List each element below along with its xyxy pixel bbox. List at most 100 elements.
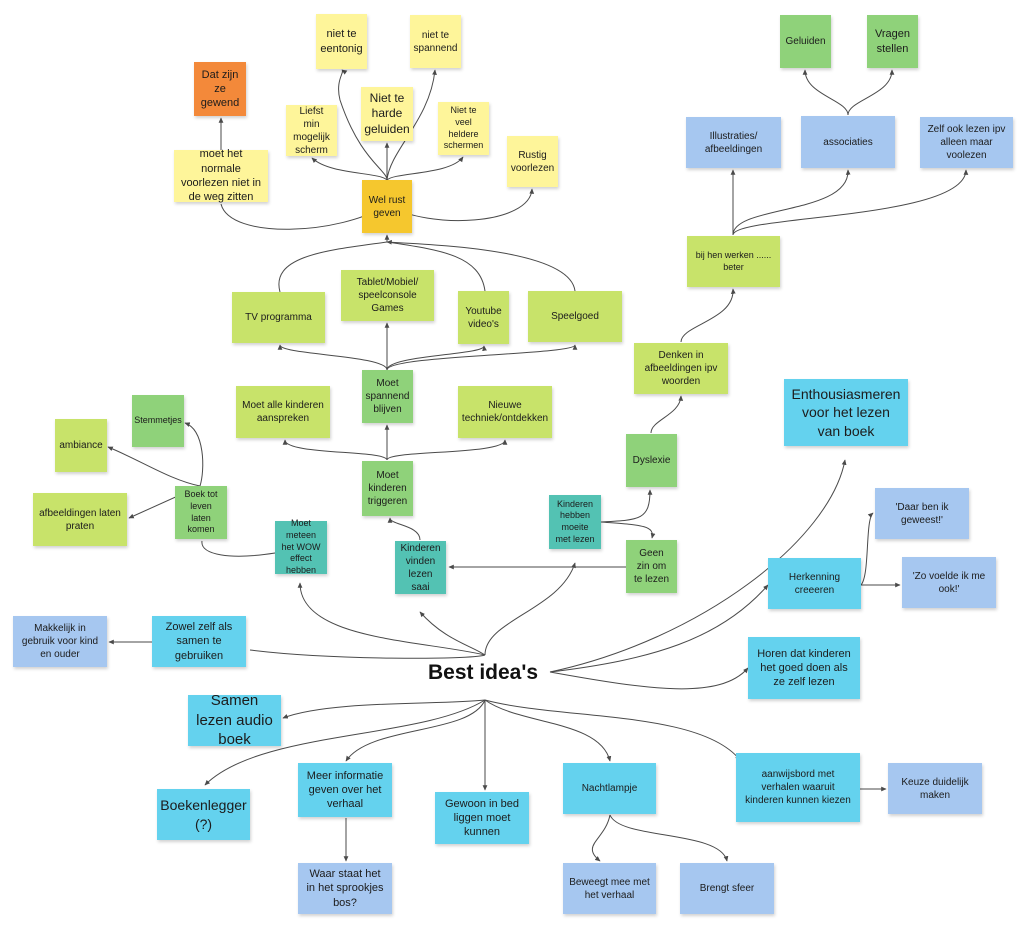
sticky-note-text: Vragen stellen (874, 28, 911, 55)
sticky-note-n15[interactable]: bij hen werken ...... beter (687, 236, 780, 287)
sticky-note-text: Nieuwe techniek/ontdekken (461, 400, 549, 424)
sticky-note-n16[interactable]: Tablet/Mobiel/ speelconsole Games (341, 270, 434, 321)
sticky-note-n45[interactable]: Keuze duidelijk maken (888, 763, 982, 814)
sticky-note-text: Geluiden (785, 36, 826, 47)
sticky-note-text: Dat zijn ze gewend (200, 68, 240, 110)
sticky-note-text: niet te eentonig (320, 28, 363, 55)
sticky-note-n27[interactable]: Dyslexie (626, 434, 677, 487)
sticky-note-n47[interactable]: Gewoon in bed liggen moet kunnen (435, 792, 529, 844)
connector-29 (802, 69, 849, 116)
sticky-note-n36[interactable]: Herkenning creeeren (768, 558, 861, 609)
sticky-note-text: Meer informatie geven over het verhaal (306, 769, 384, 811)
sticky-note-n35[interactable]: Kinderen vinden lezen saai (395, 541, 446, 594)
sticky-note-n11[interactable]: Vragen stellen (867, 15, 918, 68)
sticky-note-n14[interactable]: Zelf ook lezen ipv alleen maar voolezen (920, 117, 1013, 168)
sticky-note-n34[interactable]: Geen zin om te lezen (626, 540, 677, 593)
sticky-note-text: Horen dat kinderen het goed doen als ze … (757, 647, 851, 689)
sticky-note-n5[interactable]: Liefst min mogelijk scherm (286, 105, 337, 156)
sticky-note-text: Rustig voorlezen (510, 149, 555, 174)
sticky-note-n39[interactable]: Makkelijk in gebruik voor kind en ouder (13, 616, 107, 667)
connector-3 (297, 582, 486, 656)
sticky-note-text: Keuze duidelijk maken (901, 776, 969, 801)
sticky-note-text: Dyslexie (632, 455, 671, 466)
connector-8 (549, 667, 749, 690)
sticky-note-n12[interactable]: Illustraties/ afbeeldingen (686, 117, 781, 168)
sticky-note-text: Liefst min mogelijk scherm (293, 105, 330, 156)
sticky-note-n31[interactable]: Kinderen hebben moeite met lezen (549, 495, 601, 549)
sticky-note-n19[interactable]: Speelgoed (528, 291, 622, 342)
sticky-note-text: Nachtlampje (581, 783, 638, 794)
sticky-note-text: Moet kinderen triggeren (367, 470, 408, 507)
sticky-note-n4[interactable]: Niet te harde geluiden (361, 87, 413, 141)
sticky-note-text: Moet spannend blijven (365, 378, 410, 415)
connector-10 (345, 699, 486, 762)
connector-9 (282, 699, 486, 719)
sticky-note-n8[interactable]: Rustig voorlezen (507, 136, 558, 187)
sticky-note-n25[interactable]: Stemmetjes (132, 395, 184, 447)
sticky-note-n20[interactable]: Denken in afbeeldingen ipv woorden (634, 343, 728, 394)
sticky-note-text: Stemmetjes (134, 415, 182, 426)
sticky-note-text: afbeeldingen laten praten (39, 507, 121, 532)
sticky-note-text: Moet meteen het WOW effect hebben (281, 518, 321, 576)
sticky-note-n49[interactable]: Beweegt mee met het verhaal (563, 863, 656, 914)
sticky-note-n18[interactable]: Youtube video's (458, 291, 509, 344)
connector-28 (732, 169, 969, 236)
sticky-note-n10[interactable]: Geluiden (780, 15, 831, 68)
sticky-note-n1[interactable]: niet te eentonig (316, 14, 367, 69)
sticky-note-n6[interactable]: Niet te veel heldere schermen (438, 102, 489, 155)
sticky-note-n50[interactable]: Brengt sfeer (680, 863, 774, 914)
connector-27 (732, 169, 851, 236)
sticky-note-text: Tablet/Mobiel/ speelconsole Games (356, 277, 419, 314)
sticky-note-text: 'Zo voelde ik me ook!' (912, 570, 986, 595)
sticky-note-n38[interactable]: Zowel zelf als samen te gebruiken (152, 616, 246, 667)
sticky-note-n3[interactable]: Dat zijn ze gewend (194, 62, 246, 116)
central-topic[interactable]: Best idea's (427, 661, 539, 684)
sticky-note-text: Gewoon in bed liggen moet kunnen (445, 797, 519, 839)
connector-31 (387, 517, 421, 541)
sticky-note-text: Zowel zelf als samen te gebruiken (165, 621, 233, 662)
sticky-note-n2[interactable]: niet te spannend (410, 15, 461, 68)
sticky-note-n26[interactable]: ambiance (55, 419, 107, 472)
sticky-note-n28[interactable]: Moet kinderen triggeren (362, 461, 413, 516)
sticky-note-text: Samen lezen audio boek (196, 692, 273, 749)
sticky-note-n32[interactable]: Moet meteen het WOW effect hebben (275, 518, 327, 576)
sticky-note-n13[interactable]: associaties (801, 116, 895, 168)
sticky-note-text: niet te spannend (413, 29, 458, 54)
sticky-note-text: Enthousiasmeren voor het lezen van boek (791, 386, 901, 439)
sticky-note-n7[interactable]: moet het normale voorlezen niet in de we… (174, 148, 268, 203)
connector-50 (311, 157, 388, 181)
sticky-note-text: TV programma (245, 312, 312, 323)
sticky-note-text: bij hen werken ...... beter (695, 249, 772, 272)
connector-25 (680, 288, 736, 343)
sticky-note-n24[interactable]: Enthousiasmeren voor het lezen van boek (784, 379, 908, 446)
sticky-note-n17[interactable]: TV programma (232, 292, 325, 343)
sticky-note-n41[interactable]: Samen lezen audio boek (188, 692, 281, 748)
connector-1 (419, 611, 486, 656)
sticky-note-n9[interactable]: Wel rust geven (362, 180, 412, 233)
sticky-note-n37[interactable]: 'Zo voelde ik me ook!' (902, 557, 996, 608)
sticky-note-n42[interactable]: aanwijsbord met verhalen waaruit kindere… (736, 753, 860, 822)
sticky-note-text: Waar staat het in het sprookjes bos? (306, 868, 384, 909)
sticky-note-n33[interactable]: 'Daar ben ik geweest!' (875, 488, 969, 539)
sticky-note-n48[interactable]: Waar staat het in het sprookjes bos? (298, 863, 392, 914)
connector-21 (600, 489, 653, 523)
sticky-note-n46[interactable]: Boekenlegger (?) (157, 789, 250, 840)
connector-40 (184, 422, 204, 487)
sticky-note-n40[interactable]: Horen dat kinderen het goed doen als ze … (748, 637, 860, 699)
connector-2 (484, 562, 576, 656)
sticky-note-n30[interactable]: afbeeldingen laten praten (33, 493, 127, 546)
sticky-note-text: Niet te veel heldere schermen (443, 105, 484, 151)
sticky-note-text: Kinderen hebben moeite met lezen (555, 498, 595, 544)
sticky-note-text: Niet te harde geluiden (364, 90, 410, 136)
connector-12 (484, 699, 612, 762)
sticky-note-n29[interactable]: Boek tot leven laten komen (175, 486, 227, 539)
sticky-note-n43[interactable]: Meer informatie geven over het verhaal (298, 763, 392, 817)
sticky-note-n23[interactable]: Nieuwe techniek/ontdekken (458, 386, 552, 438)
sticky-note-n21[interactable]: Moet spannend blijven (362, 370, 413, 423)
sticky-note-n22[interactable]: Moet alle kinderen aanspreken (236, 386, 330, 438)
sticky-note-n44[interactable]: Nachtlampje (563, 763, 656, 814)
connector-41 (107, 446, 201, 487)
sticky-note-text: aanwijsbord met verhalen waaruit kindere… (745, 769, 851, 806)
sticky-note-text: Boek tot leven laten komen (184, 489, 218, 535)
